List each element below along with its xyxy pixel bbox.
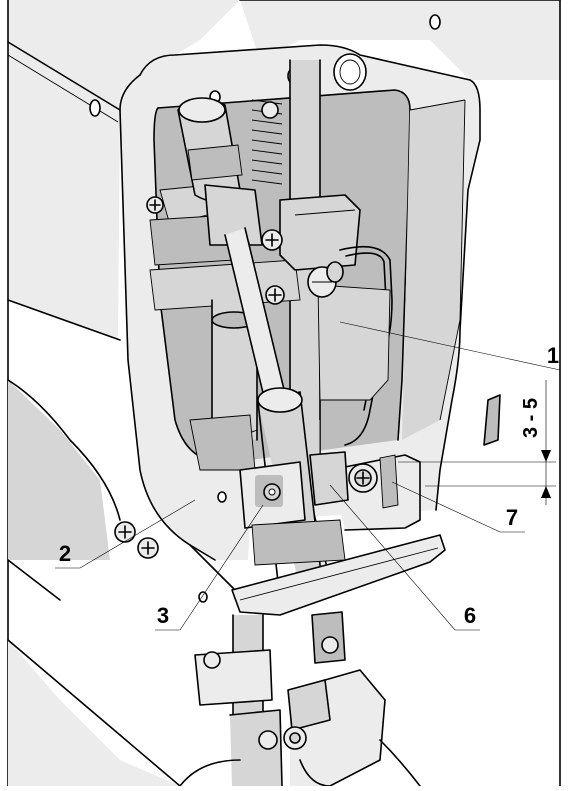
lower-foot-mechanism: [179, 611, 421, 787]
leader-line-1: [339, 321, 561, 371]
leader-line-2: [55, 499, 196, 569]
leader-line-6: [329, 484, 480, 631]
leader-line-3: [155, 504, 264, 631]
callout-labels: 1 2 3 6 7: [59, 343, 559, 628]
leader-lines: [55, 321, 561, 631]
leader-line-7: [391, 481, 525, 533]
dimension-arrow-lower: [541, 486, 551, 498]
dimension-label: 3 - 5: [520, 398, 542, 438]
internal-mechanism: [146, 59, 393, 480]
callout-label-7: 7: [506, 505, 518, 530]
callout-label-6: 6: [464, 603, 476, 628]
callout-label-2: 2: [59, 541, 71, 566]
callout-label-3: 3: [157, 603, 169, 628]
callout-label-1: 1: [547, 343, 559, 368]
clamp-assembly: [114, 394, 501, 616]
dimension-arrow-upper: [541, 450, 551, 462]
machine-arm-background: [7, 0, 561, 787]
dimension-gap-annotation: 3 - 5: [398, 380, 556, 505]
